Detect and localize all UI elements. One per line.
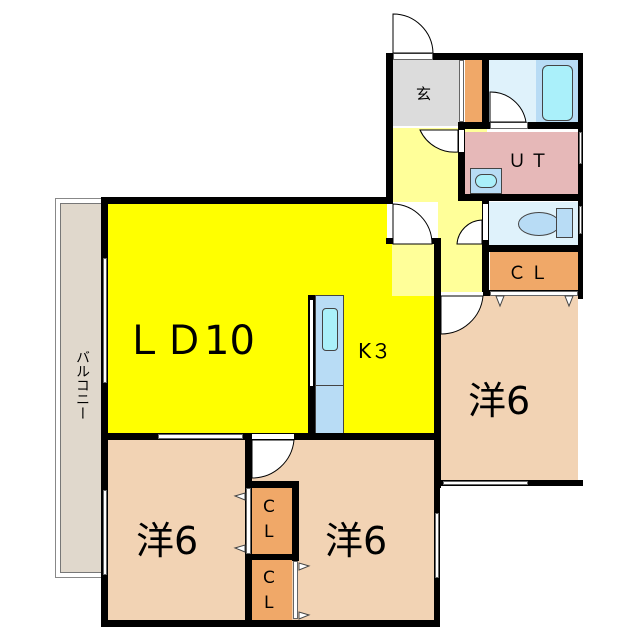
closet-upper-l: L	[264, 522, 274, 542]
toilet-door-swing	[456, 219, 483, 245]
hall-closet-label: ＣＬ	[508, 263, 552, 284]
right-room-door-swing	[440, 295, 484, 335]
wall	[245, 554, 299, 560]
hall-lower	[438, 200, 487, 296]
toilet-door-gap	[483, 204, 488, 240]
ld-sliding-door	[158, 434, 243, 439]
genkan-closet-doors	[459, 60, 464, 122]
closet-lower-doors	[293, 561, 298, 619]
closet-lower	[252, 560, 292, 620]
closet-door-marker	[233, 544, 246, 553]
ld-label: ＬＤ10	[124, 318, 255, 364]
wall	[458, 194, 583, 201]
wall	[101, 197, 108, 627]
wall	[386, 53, 393, 203]
window-balcony-bed	[103, 490, 107, 575]
wall	[458, 122, 465, 200]
bathtub	[542, 65, 573, 121]
wall	[482, 245, 583, 252]
wash-door-swing	[489, 91, 527, 123]
western-left-label: 洋6	[136, 519, 199, 563]
wall	[434, 238, 441, 488]
wall	[578, 53, 583, 299]
kitchen-divider	[315, 385, 344, 386]
bed-center-door-gap	[252, 434, 294, 439]
kitchen-wall-window	[310, 300, 313, 386]
kitchen-sink	[322, 308, 338, 351]
ld-door-swing	[392, 203, 433, 245]
hall-closet	[490, 252, 578, 294]
window-right-bottom	[443, 481, 528, 485]
closet-door-marker	[495, 295, 505, 308]
closet-lower-c: C	[263, 568, 275, 588]
ut-label: ＵＴ	[508, 151, 552, 172]
ut-door-gap	[459, 130, 464, 152]
ut-door-swing	[419, 129, 459, 153]
wall	[101, 197, 393, 204]
wall	[245, 481, 299, 488]
closet-door-marker	[298, 611, 311, 620]
hall-closet-doors	[490, 291, 578, 296]
western-room-left	[108, 440, 248, 620]
toilet-bowl	[518, 212, 560, 236]
ld-door-gap	[387, 204, 392, 238]
closet-door-marker	[564, 295, 574, 308]
entrance-door-swing	[392, 13, 434, 54]
balcony-label: バルコニー	[74, 350, 90, 420]
western-center-label: 洋6	[325, 519, 388, 563]
genkan-closet	[465, 60, 483, 126]
closet-door-marker	[233, 492, 246, 501]
window-toilet	[579, 206, 582, 234]
ld-room	[108, 202, 438, 435]
closet-lower-l: L	[264, 593, 274, 613]
closet-upper-c: C	[263, 497, 275, 517]
genkan-room	[392, 58, 460, 126]
balcony-floor	[60, 203, 102, 573]
western-right-label: 洋6	[468, 379, 531, 423]
center-room-door-swing	[251, 439, 295, 479]
genkan-label: 玄	[416, 85, 432, 103]
closet-upper-doors	[246, 488, 251, 554]
ut-basin-bowl	[475, 174, 497, 188]
window-balcony-ld	[103, 258, 107, 383]
window-ut	[579, 132, 582, 164]
window-center-right	[435, 513, 439, 578]
wall	[482, 53, 489, 129]
closet-upper	[252, 488, 292, 554]
k-label: K３	[358, 339, 392, 363]
wall	[292, 481, 299, 561]
closet-door-marker	[298, 562, 311, 571]
right-room-door-gap	[441, 292, 483, 296]
wall	[101, 620, 440, 627]
toilet-tank	[556, 208, 573, 238]
